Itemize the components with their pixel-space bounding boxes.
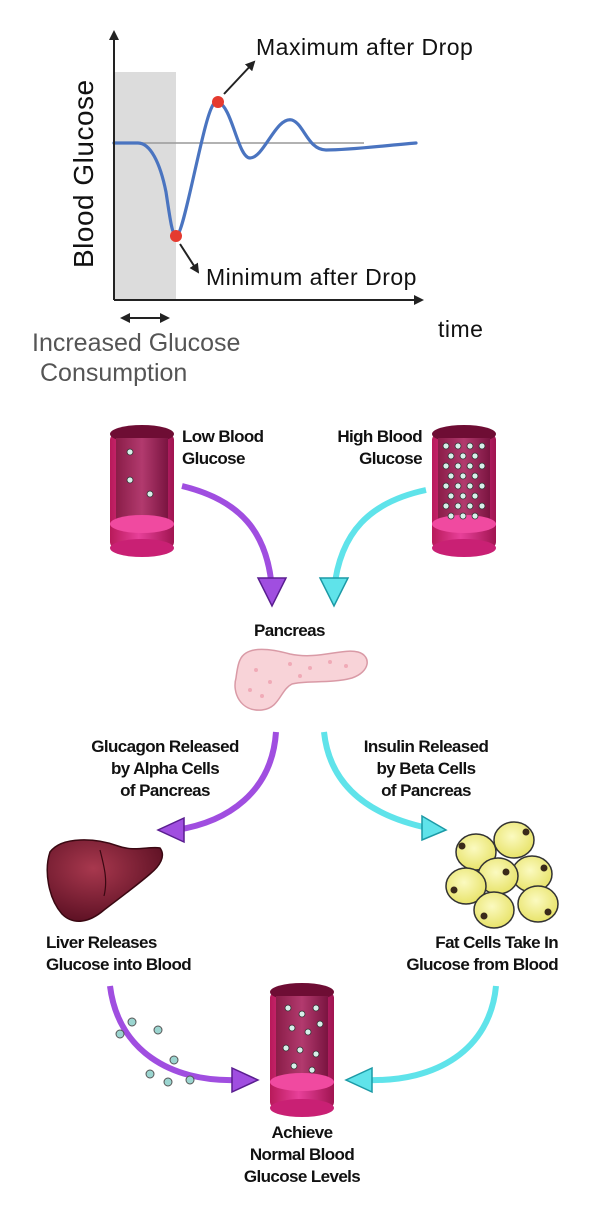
glucagon-released-label: Glucagon Released by Alpha Cells of Panc… <box>70 736 260 802</box>
maximum-marker <box>212 96 224 108</box>
glucose-particle <box>478 462 486 470</box>
low-blood-glucose-label: Low Blood Glucose <box>182 426 264 470</box>
achieve-normal-line1: Achieve <box>271 1123 333 1142</box>
glucose-particle <box>442 482 450 490</box>
glucose-particle <box>442 462 450 470</box>
liver-releases-label: Liver Releases Glucose into Blood <box>46 932 192 976</box>
glucose-particle <box>471 452 479 460</box>
glucose-particle <box>454 482 462 490</box>
arrow-low-to-pancreas-head <box>256 577 288 608</box>
fat-cells-label: Fat Cells Take In Glucose from Blood <box>366 932 558 976</box>
glucose-particle <box>478 502 486 510</box>
arrow-pancreas-to-fat-head <box>421 814 448 842</box>
high-blood-glucose-line1: High Blood <box>337 427 422 446</box>
glucose-particle <box>447 472 455 480</box>
glucose-particle <box>466 442 474 450</box>
arrow-pancreas-to-liver-head <box>156 816 185 844</box>
arrow-pancreas-to-fat <box>321 731 429 831</box>
arrow-low-to-pancreas <box>181 483 275 591</box>
fat-cells-line1: Fat Cells Take In <box>435 933 558 952</box>
arrow-high-to-pancreas-head <box>318 577 350 608</box>
arrow-liver-to-normal-head <box>231 1066 260 1094</box>
glucose-particle <box>454 502 462 510</box>
glucose-particle <box>442 442 450 450</box>
glucose-particle <box>454 442 462 450</box>
y-axis-label: Blood Glucose <box>68 79 99 268</box>
glucagon-line2: by Alpha Cells <box>110 759 220 778</box>
achieve-normal-line3: Glucose Levels <box>243 1167 361 1186</box>
glucose-particle <box>459 492 467 500</box>
increased-consumption-label: Increased Glucose Consumption <box>32 328 240 388</box>
minimum-pointer-arrow <box>179 243 200 274</box>
arrow-fat-to-normal-head <box>344 1066 373 1094</box>
arrow-pancreas-to-liver <box>175 731 279 833</box>
low-blood-glucose-line2: Glucose <box>182 449 245 468</box>
pancreas-icon <box>234 648 368 711</box>
glucose-particle <box>454 462 462 470</box>
increased-consumption-line2: Consumption <box>40 359 188 387</box>
glucose-particle <box>478 482 486 490</box>
x-axis-label: time <box>438 316 484 342</box>
low-blood-glucose-line1: Low Blood <box>182 427 264 446</box>
glucose-particle <box>478 442 486 450</box>
glucose-particle <box>471 472 479 480</box>
glucose-particle <box>459 472 467 480</box>
glucagon-line1: Glucagon Released <box>91 737 239 756</box>
achieve-normal-line2: Normal Blood <box>249 1145 355 1164</box>
glucose-particle <box>447 512 455 520</box>
insulin-line1: Insulin Released <box>363 737 489 756</box>
glucose-particle <box>459 452 467 460</box>
glucose-particle <box>466 502 474 510</box>
consumption-shaded-region <box>114 72 176 300</box>
high-blood-glucose-label: High Blood Glucose <box>318 426 422 470</box>
glucagon-line3: of Pancreas <box>120 781 210 800</box>
insulin-released-label: Insulin Released by Beta Cells of Pancre… <box>338 736 514 802</box>
high-blood-glucose-line2: Glucose <box>359 449 422 468</box>
liver-icon <box>46 839 164 922</box>
glucose-particle <box>447 452 455 460</box>
insulin-line3: of Pancreas <box>381 781 471 800</box>
minimum-after-drop-label: Minimum after Drop <box>206 264 417 290</box>
glucose-particle <box>459 512 467 520</box>
blood-vessel-high-glucose <box>432 425 496 557</box>
glucose-particle <box>442 502 450 510</box>
pathway-arrows <box>107 483 499 1094</box>
maximum-after-drop-label: Maximum after Drop <box>256 34 474 60</box>
glucose-particle <box>466 462 474 470</box>
liver-releases-line2: Glucose into Blood <box>46 955 192 974</box>
glucose-particle <box>471 512 479 520</box>
glucose-particle <box>447 492 455 500</box>
fat-cells-icon <box>445 821 559 929</box>
minimum-marker <box>170 230 182 242</box>
glucose-particle <box>466 482 474 490</box>
glucose-particle <box>471 492 479 500</box>
arrow-high-to-pancreas <box>331 487 427 591</box>
achieve-normal-label: Achieve Normal Blood Glucose Levels <box>240 1122 364 1188</box>
arrow-fat-to-normal <box>367 985 499 1084</box>
glucose-graph <box>109 30 424 323</box>
blood-vessel-normal-glucose <box>270 983 334 1117</box>
insulin-line2: by Beta Cells <box>376 759 477 778</box>
arrow-liver-to-normal <box>107 985 237 1084</box>
pancreas-label: Pancreas <box>254 621 325 640</box>
fat-cells-line2: Glucose from Blood <box>406 955 558 974</box>
maximum-pointer-arrow <box>223 60 256 95</box>
liver-releases-line1: Liver Releases <box>46 933 157 952</box>
released-glucose-dots <box>115 1017 195 1087</box>
increased-consumption-line1: Increased Glucose <box>32 329 241 357</box>
blood-vessel-low-glucose <box>110 425 174 557</box>
